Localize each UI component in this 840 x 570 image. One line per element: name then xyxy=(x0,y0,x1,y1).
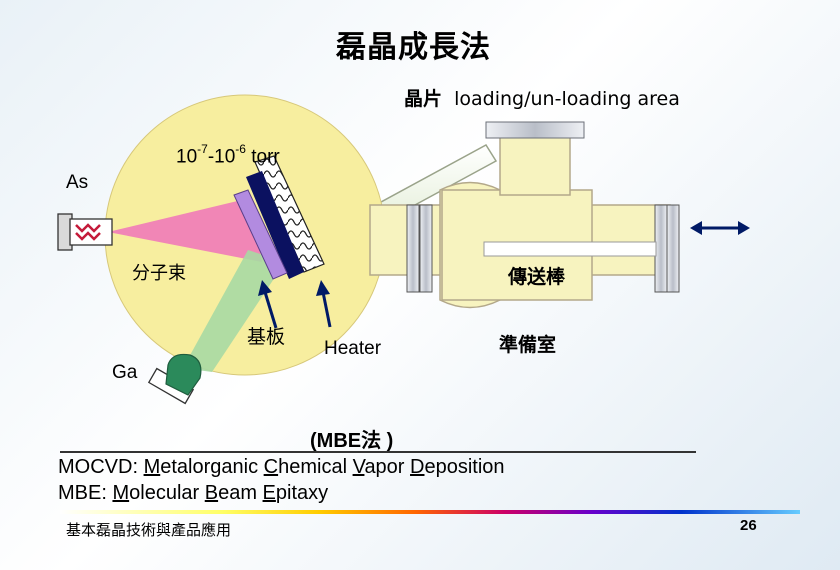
arsenic-cell xyxy=(57,213,113,251)
loading-area-label: 晶片 loading/un-loading area xyxy=(404,84,680,111)
substrate-holder xyxy=(246,171,304,279)
mocvd-d: D xyxy=(410,456,425,478)
substrate-label: 基板 xyxy=(247,326,286,348)
mbe-m: M xyxy=(112,482,130,504)
mbe-method-label: (MBE法 ) xyxy=(310,430,394,452)
mocvd-m: M xyxy=(143,456,161,478)
mbe-definition: MBE: Molecular Beam Epitaxy xyxy=(58,482,328,505)
mocvd-word-1: etalorganic xyxy=(160,456,264,478)
footer-rainbow-bar xyxy=(60,510,800,514)
loading-area-prefix: 晶片 xyxy=(404,88,443,110)
pressure-base-2: -10 xyxy=(207,146,236,168)
mbe-prefix: MBE: xyxy=(58,482,113,504)
molecular-beam-label: 分子束 xyxy=(132,263,186,284)
transfer-rod-label: 傳送棒 xyxy=(508,266,566,288)
heater-label: Heater xyxy=(324,338,382,359)
pressure-label: 10-7-10-6 torr xyxy=(176,142,280,168)
pressure-base-1: 10 xyxy=(176,146,198,168)
mocvd-v: V xyxy=(352,456,365,478)
mocvd-word-2: hemical xyxy=(278,456,353,478)
pressure-exp-2: -6 xyxy=(235,142,246,156)
page-number: 26 xyxy=(740,517,757,534)
prep-chamber xyxy=(369,121,680,309)
arsenic-beam xyxy=(108,198,262,262)
gallium-label: Ga xyxy=(112,362,138,383)
substrate-assembly xyxy=(233,155,325,280)
section-divider xyxy=(60,451,696,453)
mbe-word-3: pitaxy xyxy=(275,482,329,504)
mocvd-prefix: MOCVD: xyxy=(58,456,144,478)
pressure-unit: torr xyxy=(251,146,280,168)
mbe-word-1: olecular xyxy=(129,482,205,504)
gallium-cell xyxy=(147,353,202,405)
heater-pointer xyxy=(316,280,332,328)
loading-area-text: loading/un-loading area xyxy=(454,88,680,110)
pressure-exp-1: -7 xyxy=(197,142,208,156)
gallium-beam xyxy=(183,250,285,372)
mocvd-word-4: eposition xyxy=(424,456,505,478)
mbe-b: B xyxy=(204,482,219,504)
prep-chamber-label: 準備室 xyxy=(499,334,557,356)
mocvd-word-3: apor xyxy=(364,456,411,478)
footer-course-title: 基本磊晶技術與產品應用 xyxy=(66,521,232,539)
slide-title: 磊晶成長法 xyxy=(336,30,491,65)
mbe-e: E xyxy=(262,482,276,504)
mbe-word-2: eam xyxy=(218,482,263,504)
mocvd-definition: MOCVD: Metalorganic Chemical Vapor Depos… xyxy=(58,456,505,479)
substrate-pointer xyxy=(258,280,278,329)
transfer-direction-arrow xyxy=(690,221,750,235)
mocvd-c: C xyxy=(263,456,279,478)
arsenic-label: As xyxy=(66,172,89,193)
substrate-wafer xyxy=(233,189,288,280)
